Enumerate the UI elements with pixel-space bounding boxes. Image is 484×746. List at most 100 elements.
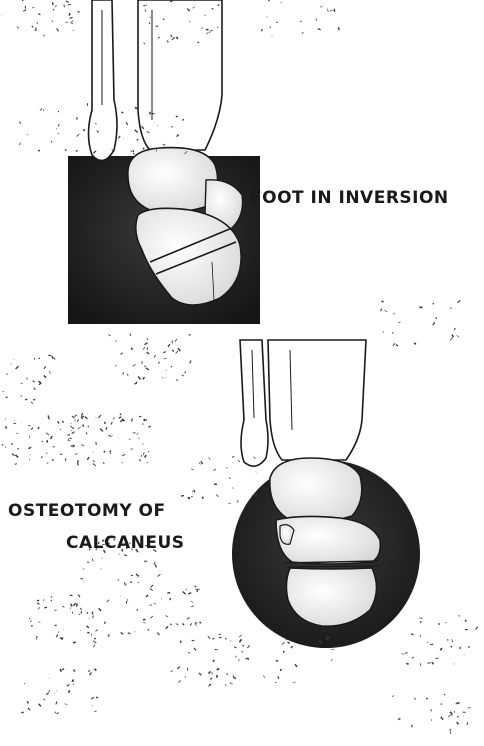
speckle-mark	[87, 562, 89, 563]
speckle-mark	[427, 642, 428, 643]
speckle-mark	[43, 699, 45, 700]
speckle-mark	[49, 690, 50, 692]
speckle-mark	[164, 358, 167, 359]
speckle-mark	[54, 358, 55, 360]
speckle-mark	[89, 670, 90, 672]
speckle-mark	[143, 347, 145, 349]
speckle-mark	[182, 624, 184, 626]
speckle-mark	[157, 633, 159, 636]
speckle-mark	[60, 669, 61, 672]
speckle-mark	[146, 368, 149, 370]
speckle-mark	[90, 673, 92, 676]
speckle-mark	[243, 645, 244, 646]
speckle-mark	[128, 633, 131, 634]
speckle-mark	[38, 14, 40, 15]
speckle-mark	[51, 436, 53, 439]
speckle-mark	[93, 461, 95, 462]
speckle-mark	[76, 150, 78, 151]
speckle-mark	[55, 6, 56, 8]
speckle-mark	[143, 452, 144, 455]
speckle-mark	[114, 417, 115, 419]
speckle-mark	[302, 32, 304, 34]
speckle-mark	[95, 669, 97, 671]
speckle-mark	[196, 589, 199, 590]
speckle-mark	[77, 420, 79, 422]
speckle-mark	[194, 648, 196, 651]
speckle-mark	[188, 593, 191, 594]
speckle-mark	[426, 698, 427, 699]
speckle-mark	[27, 378, 28, 379]
speckle-mark	[276, 661, 278, 662]
top-figure	[68, 0, 260, 324]
top-fibula	[89, 0, 118, 160]
speckle-mark	[72, 680, 73, 682]
speckle-mark	[12, 443, 13, 444]
speckle-mark	[127, 599, 128, 601]
speckle-mark	[450, 712, 453, 714]
speckle-mark	[456, 703, 458, 705]
speckle-mark	[34, 358, 35, 360]
speckle-mark	[288, 642, 290, 643]
speckle-mark	[87, 626, 89, 628]
speckle-mark	[44, 599, 45, 601]
speckle-mark	[47, 463, 49, 464]
speckle-mark	[70, 18, 73, 19]
caption-osteotomy-line1: OSTEOTOMY OF	[8, 501, 166, 521]
speckle-mark	[218, 5, 219, 6]
speckle-mark	[111, 422, 112, 424]
speckle-mark	[276, 22, 278, 23]
speckle-mark	[73, 684, 74, 685]
speckle-mark	[118, 580, 120, 581]
speckle-mark	[205, 15, 206, 16]
speckle-mark	[135, 130, 138, 132]
speckle-mark	[21, 395, 22, 397]
speckle-mark	[210, 678, 212, 679]
speckle-mark	[130, 582, 132, 583]
speckle-mark	[432, 662, 433, 664]
speckle-mark	[339, 27, 340, 30]
speckle-mark	[278, 676, 279, 678]
speckle-mark	[238, 460, 240, 462]
speckle-mark	[137, 433, 139, 435]
top-tibia	[138, 0, 222, 150]
speckle-mark	[35, 27, 36, 29]
speckle-mark	[143, 377, 144, 380]
speckle-mark	[40, 108, 42, 110]
speckle-mark	[36, 637, 37, 638]
speckle-mark	[392, 333, 393, 334]
speckle-mark	[177, 37, 178, 39]
speckle-mark	[82, 413, 83, 416]
speckle-mark	[133, 364, 136, 366]
speckle-mark	[30, 620, 31, 622]
speckle-mark	[58, 421, 59, 423]
speckle-mark	[150, 112, 151, 115]
speckle-mark	[234, 647, 237, 648]
scan-speckle-noise	[1, 0, 478, 734]
speckle-mark	[230, 641, 231, 642]
speckle-mark	[230, 683, 233, 684]
speckle-mark	[327, 9, 328, 12]
speckle-mark	[392, 696, 394, 697]
speckle-mark	[46, 453, 47, 454]
speckle-mark	[433, 322, 435, 325]
speckle-mark	[118, 136, 120, 138]
speckle-mark	[444, 694, 445, 695]
speckle-mark	[452, 335, 453, 337]
speckle-mark	[15, 464, 17, 465]
speckle-mark	[451, 646, 452, 647]
speckle-mark	[227, 674, 229, 675]
speckle-mark	[81, 445, 84, 446]
speckle-mark	[42, 456, 43, 458]
speckle-mark	[399, 719, 400, 720]
speckle-mark	[412, 657, 414, 658]
speckle-mark	[155, 565, 156, 568]
speckle-mark	[77, 134, 80, 137]
speckle-mark	[62, 421, 64, 422]
speckle-mark	[464, 654, 465, 655]
speckle-mark	[44, 376, 47, 378]
speckle-mark	[405, 652, 408, 653]
speckle-mark	[38, 150, 40, 151]
speckle-mark	[56, 635, 57, 638]
speckle-mark	[39, 704, 41, 707]
speckle-mark	[19, 143, 20, 145]
